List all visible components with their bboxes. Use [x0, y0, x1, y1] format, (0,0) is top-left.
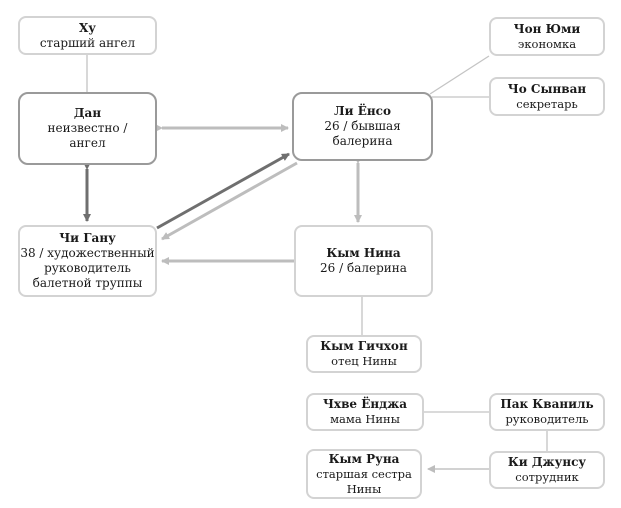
node-pak-kvanil: Пак Кваниль руководитель	[489, 393, 605, 431]
node-desc: неизвестно /	[47, 121, 128, 135]
node-desc: старшая сестра	[316, 466, 412, 481]
arrow-chiganu-liyonso	[156, 152, 290, 230]
node-desc: ангел	[69, 136, 106, 150]
node-desc: балетной труппы	[32, 276, 143, 290]
node-desc: 26 / бывшая	[324, 119, 401, 133]
node-name: Дан	[73, 106, 102, 120]
node-desc: руководитель	[505, 412, 589, 426]
node-desc: 26 / балерина	[320, 261, 407, 275]
node-name: Кым Руна	[328, 451, 400, 466]
node-hu: Ху старший ангел	[18, 16, 157, 55]
node-name: Кым Нина	[326, 246, 401, 260]
node-name: Чо Сынван	[507, 81, 587, 96]
node-desc: балерина	[332, 134, 393, 148]
node-chon-yumi: Чон Юми экономка	[489, 17, 605, 56]
node-desc: мама Нины	[330, 412, 400, 426]
node-chkhve-yondzha: Чхве Ёнджа мама Нины	[306, 393, 424, 431]
node-li-yonso: Ли Ёнсо 26 / бывшая балерина	[292, 92, 433, 161]
node-kym-nina: Кым Нина 26 / балерина	[294, 225, 433, 297]
connector-liyonso-chonyumi	[429, 55, 490, 95]
node-name: Чон Юми	[513, 21, 581, 36]
node-desc: сотрудник	[515, 470, 579, 484]
node-name: Ху	[79, 20, 96, 35]
arrow-liyonso-chiganu	[161, 161, 298, 241]
node-desc: секретарь	[516, 96, 578, 111]
node-name: Ли Ёнсо	[334, 104, 391, 118]
node-dan: Дан неизвестно / ангел	[18, 92, 157, 165]
node-desc: 38 / художественный	[20, 246, 155, 260]
node-name: Кым Гичхон	[320, 339, 408, 353]
node-desc: старший ангел	[39, 35, 136, 50]
node-kym-runa: Кым Руна старшая сестра Нины	[306, 449, 422, 499]
node-name: Чи Гану	[59, 231, 116, 245]
node-desc: руководитель	[44, 261, 131, 275]
node-name: Пак Кваниль	[500, 397, 594, 411]
node-desc: отец Нины	[331, 354, 397, 368]
node-chi-ganu: Чи Гану 38 / художественный руководитель…	[18, 225, 157, 297]
node-desc: экономка	[517, 36, 577, 51]
node-kym-gichkhon: Кым Гичхон отец Нины	[306, 335, 422, 373]
node-desc: Нины	[346, 481, 382, 496]
node-name: Чхве Ёнджа	[322, 397, 408, 411]
node-cho-synvan: Чо Сынван секретарь	[489, 77, 605, 116]
node-ki-dzhunsu: Ки Джунсу сотрудник	[489, 451, 605, 489]
node-name: Ки Джунсу	[507, 455, 587, 469]
